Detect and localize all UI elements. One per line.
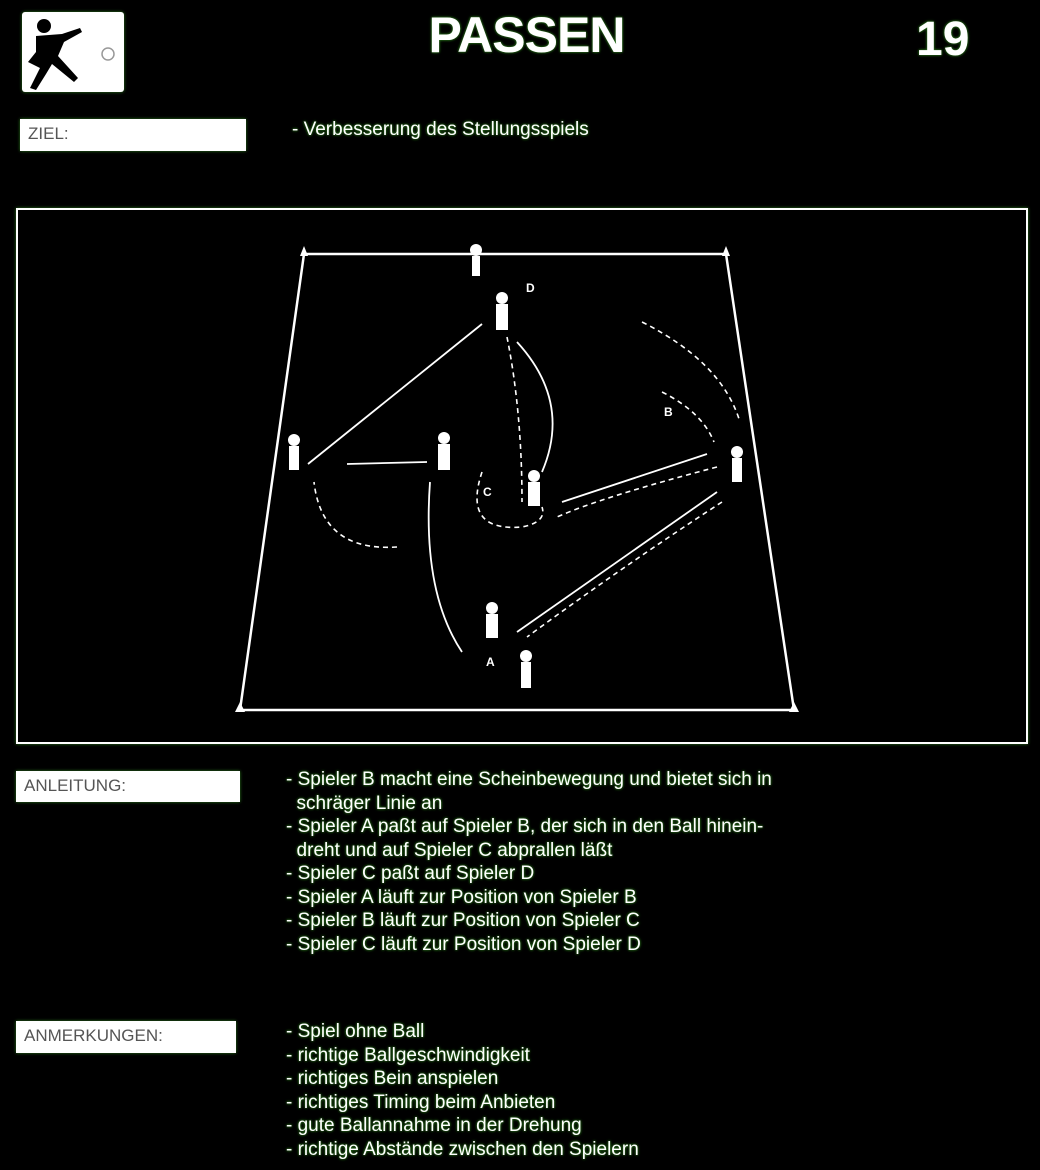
pass-lines: [307, 323, 718, 653]
list-item: - richtige Abstände zwischen den Spieler…: [286, 1138, 639, 1160]
anmerkungen-label: ANMERKUNGEN:: [16, 1021, 236, 1053]
list-item: - Spieler B läuft zur Position von Spiel…: [286, 910, 640, 931]
list-item: - richtige Ballgeschwindigkeit: [286, 1044, 530, 1066]
player-label-a: A: [486, 655, 495, 669]
ziel-item: - Verbesserung des Stellungsspiels: [292, 119, 589, 140]
list-item: dreht und auf Spieler C abprallen läßt: [286, 839, 613, 861]
list-item: - Spieler B macht eine Scheinbewegung un…: [286, 769, 772, 790]
logo: [22, 12, 124, 92]
list-item: - Spieler C paßt auf Spieler D: [286, 863, 535, 884]
anleitung-label: ANLEITUNG:: [16, 771, 240, 802]
anmerkungen-list: - Spiel ohne Ball - richtige Ballgeschwi…: [286, 1020, 639, 1161]
list-item: - gute Ballannahme in der Drehung: [286, 1115, 582, 1136]
drill-diagram: D B C A: [16, 208, 1028, 744]
list-item: - Spiel ohne Ball: [286, 1021, 425, 1042]
anleitung-list: - Spieler B macht eine Scheinbewegung un…: [286, 768, 772, 956]
player-label-c: C: [483, 485, 492, 499]
list-item: - Spieler C läuft zur Position von Spiel…: [286, 933, 641, 955]
ziel-label: ZIEL:: [20, 119, 246, 151]
player-label-d: D: [526, 281, 535, 295]
list-item: - Spieler A paßt auf Spieler B, der sich…: [286, 816, 764, 837]
list-item: schräger Linie an: [286, 792, 443, 814]
players: [235, 244, 799, 712]
player-label-b: B: [664, 405, 673, 419]
ziel-text: - Verbesserung des Stellungsspiels: [292, 118, 589, 142]
list-item: - Spieler A läuft zur Position von Spiel…: [286, 886, 637, 908]
soccer-player-kicking-icon: [28, 19, 115, 90]
page-title: PASSEN: [428, 7, 626, 63]
list-item: - richtiges Timing beim Anbieten: [286, 1091, 556, 1113]
pitch-outline: [238, 252, 796, 712]
list-item: - richtiges Bein anspielen: [286, 1068, 499, 1089]
card-number: 19: [916, 13, 970, 66]
run-lines: [313, 321, 741, 638]
